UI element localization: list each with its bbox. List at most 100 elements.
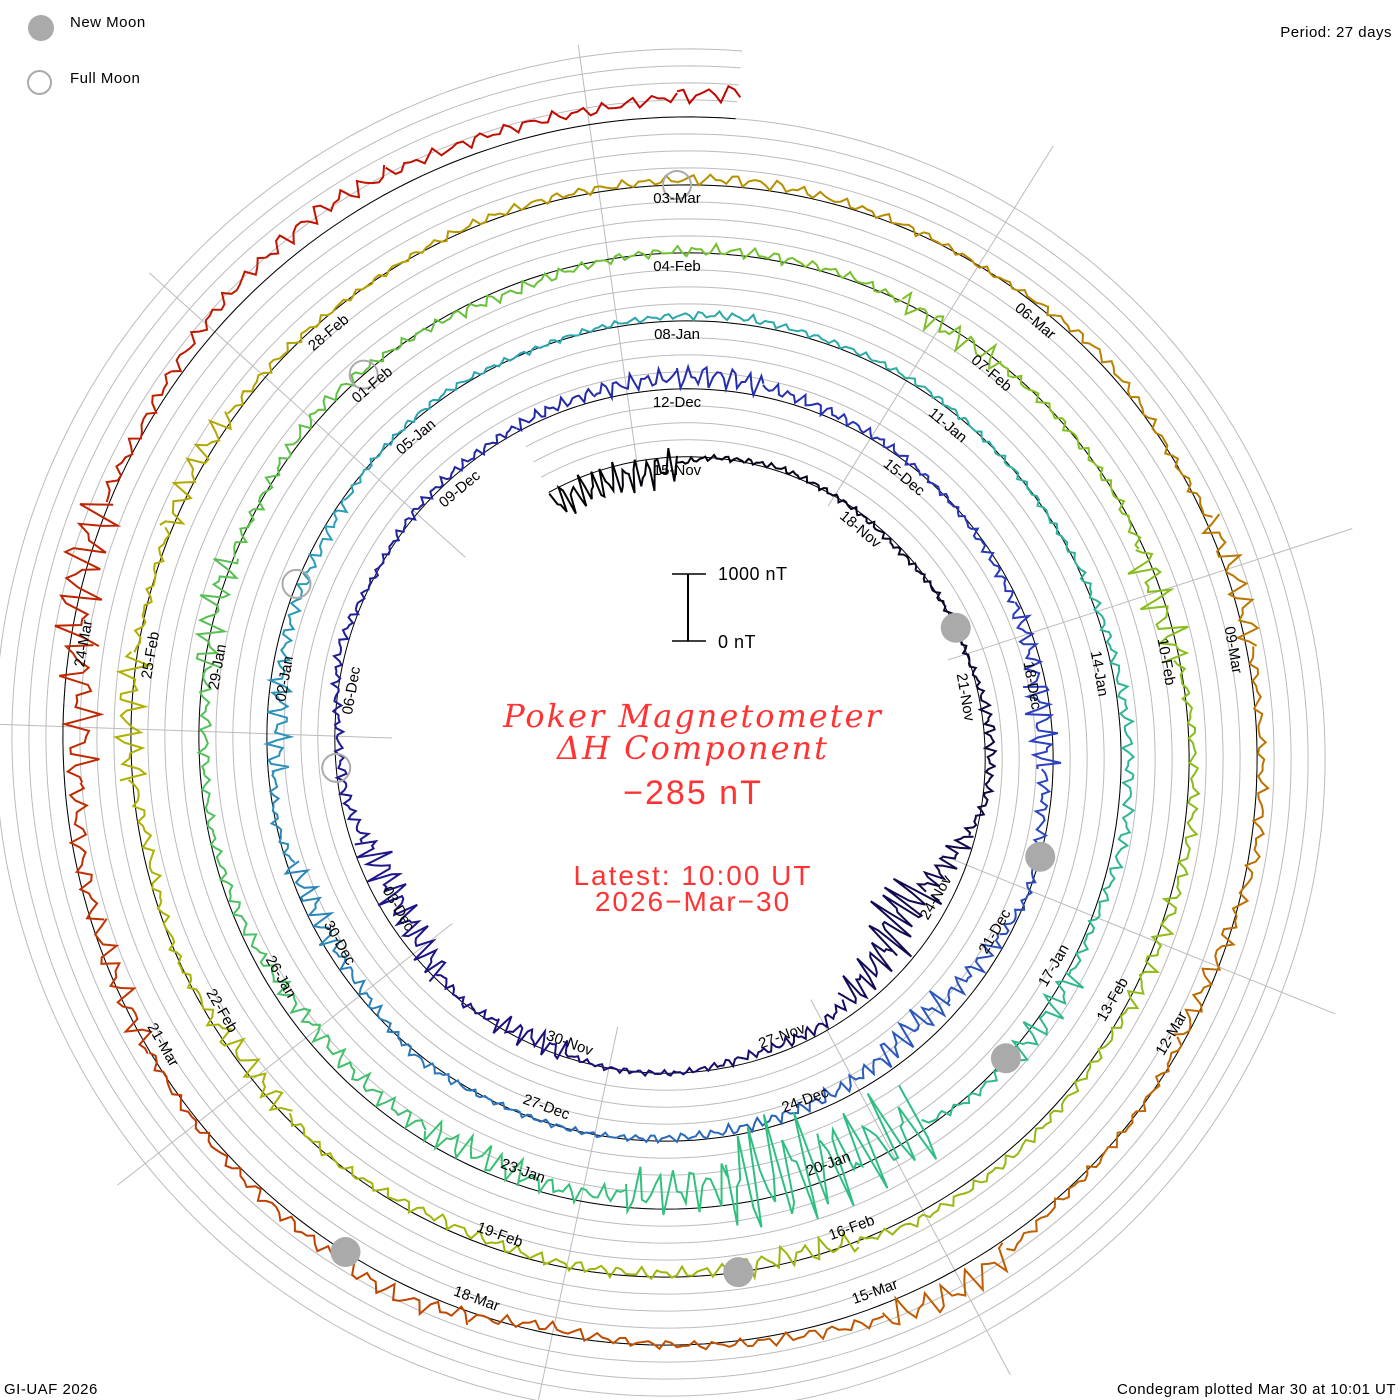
date-label-27-Dec: 27-Dec bbox=[521, 1091, 573, 1124]
data-segment-day-96 bbox=[615, 1262, 739, 1281]
data-segment-day-47 bbox=[283, 860, 343, 947]
scale-top-label: 1000 nT bbox=[718, 564, 788, 584]
chart-title: Poker Magnetometer bbox=[503, 697, 883, 735]
scale-bottom-label: 0 nT bbox=[718, 632, 757, 652]
data-segment-day-81 bbox=[456, 267, 565, 320]
data-segment-day-29 bbox=[676, 363, 765, 399]
data-segment-day-19 bbox=[392, 903, 447, 983]
reference-spiral bbox=[62, 116, 1258, 1346]
data-segment-day-108 bbox=[425, 198, 549, 249]
data-segment-day-105 bbox=[159, 411, 232, 526]
data-segment-day-53 bbox=[404, 367, 488, 425]
data-segment-day-109 bbox=[547, 174, 678, 205]
data-segment-day-36 bbox=[1032, 768, 1052, 856]
data-segment-day-131 bbox=[54, 503, 122, 647]
full-moon-legend-icon bbox=[27, 70, 52, 95]
data-segment-day-31 bbox=[843, 414, 916, 466]
data-segment-day-114 bbox=[1139, 402, 1213, 518]
new-moon-legend-label: New Moon bbox=[70, 14, 146, 31]
date-label-03-Mar: 03-Mar bbox=[653, 190, 701, 207]
data-segment-day-12 bbox=[837, 941, 893, 1005]
date-label-06-Mar: 06-Mar bbox=[1011, 300, 1058, 344]
data-segment-day-34 bbox=[1012, 601, 1044, 687]
data-segment-day-83 bbox=[676, 242, 794, 267]
data-segment-day-68 bbox=[724, 1111, 830, 1228]
date-label-21-Mar: 21-Mar bbox=[144, 1020, 182, 1070]
data-segment-day-106 bbox=[227, 321, 321, 415]
data-segment-day-62 bbox=[1115, 669, 1136, 776]
data-segment-day-122 bbox=[746, 1315, 885, 1348]
data-segment-day-15 bbox=[638, 1062, 715, 1078]
data-segment-day-86 bbox=[999, 362, 1080, 449]
data-segment-day-126 bbox=[231, 1167, 340, 1264]
data-segment-day-74 bbox=[227, 881, 276, 981]
data-segment-day-101 bbox=[156, 901, 215, 1017]
date-label-28-Feb: 28-Feb bbox=[305, 311, 352, 355]
new-moon-marker bbox=[330, 1237, 361, 1268]
data-segment-day-20 bbox=[354, 839, 407, 913]
data-segment-day-132 bbox=[105, 370, 172, 503]
data-segment-day-0 bbox=[548, 468, 615, 515]
radial-grid-line bbox=[0, 723, 393, 739]
data-segment-day-121 bbox=[881, 1242, 1009, 1326]
date-label-24-Dec: 24-Dec bbox=[780, 1084, 832, 1117]
full-moon-marker bbox=[281, 568, 312, 599]
data-segment-day-118 bbox=[1173, 915, 1238, 1036]
data-segment-day-25 bbox=[395, 475, 451, 542]
data-segment-day-115 bbox=[1200, 513, 1260, 647]
data-segment-day-45 bbox=[386, 1020, 460, 1086]
date-label-16-Feb: 16-Feb bbox=[826, 1212, 876, 1244]
data-segment-day-14 bbox=[712, 1041, 786, 1069]
data-segment-day-32 bbox=[913, 463, 972, 530]
data-segment-day-133 bbox=[171, 256, 266, 373]
full-moon-legend-label: Full Moon bbox=[70, 70, 141, 87]
data-segment-day-129 bbox=[68, 782, 105, 921]
data-segment-day-79 bbox=[284, 371, 364, 460]
data-segment-day-66 bbox=[921, 1061, 1011, 1124]
data-segment-day-1 bbox=[611, 448, 678, 494]
new-moon-marker bbox=[940, 612, 971, 643]
data-segment-day-2 bbox=[676, 453, 746, 465]
data-segment-day-60 bbox=[1026, 486, 1086, 573]
current-value: −285 nT bbox=[623, 774, 763, 812]
data-segment-day-52 bbox=[343, 424, 407, 502]
data-segment-day-89 bbox=[1173, 659, 1200, 779]
data-segment-day-64 bbox=[1068, 878, 1115, 975]
new-moon-legend-icon bbox=[28, 15, 54, 41]
data-segment-day-104 bbox=[133, 526, 171, 653]
data-segment-day-127 bbox=[148, 1051, 233, 1170]
data-segment-day-56 bbox=[676, 309, 778, 330]
full-moon-marker bbox=[348, 359, 379, 390]
moon-markers bbox=[281, 170, 1056, 1288]
date-label-30-Nov: 30-Nov bbox=[544, 1027, 596, 1060]
reference-line bbox=[62, 116, 1258, 1346]
data-segment-day-94 bbox=[856, 1190, 970, 1245]
scale-bar bbox=[672, 573, 706, 642]
data-segment-day-137 bbox=[676, 84, 742, 106]
date-label-26-Jan: 26-Jan bbox=[262, 953, 300, 1001]
data-segment-day-69 bbox=[625, 1163, 729, 1216]
data-segment-day-103 bbox=[113, 651, 153, 782]
date-label-25-Feb: 25-Feb bbox=[138, 630, 163, 680]
date-label-12-Dec: 12-Dec bbox=[653, 394, 702, 411]
new-moon-marker bbox=[990, 1043, 1021, 1074]
data-segment-day-3 bbox=[743, 457, 811, 484]
data-segment-day-135 bbox=[385, 120, 529, 176]
data-segment-day-4 bbox=[810, 481, 868, 523]
radial-grid-line bbox=[941, 854, 1336, 1015]
date-label-08-Jan: 08-Jan bbox=[654, 326, 700, 343]
data-segment-day-72 bbox=[337, 1061, 427, 1131]
new-moon-marker bbox=[723, 1257, 754, 1288]
data-segment-day-98 bbox=[386, 1187, 497, 1245]
data-segment-day-93 bbox=[968, 1109, 1063, 1193]
data-segment-day-91 bbox=[1126, 896, 1178, 1010]
data-segment-day-24 bbox=[354, 539, 399, 610]
data-segment-day-8 bbox=[977, 694, 998, 768]
data-segment-day-120 bbox=[1006, 1151, 1106, 1252]
data-segment-day-49 bbox=[263, 677, 295, 773]
data-segment-day-88 bbox=[1127, 549, 1190, 664]
date-label-29-Jan: 29-Jan bbox=[205, 643, 230, 691]
data-segment-day-59 bbox=[956, 413, 1029, 488]
data-segment-day-50 bbox=[276, 583, 303, 679]
data-segment-day-82 bbox=[564, 246, 678, 273]
